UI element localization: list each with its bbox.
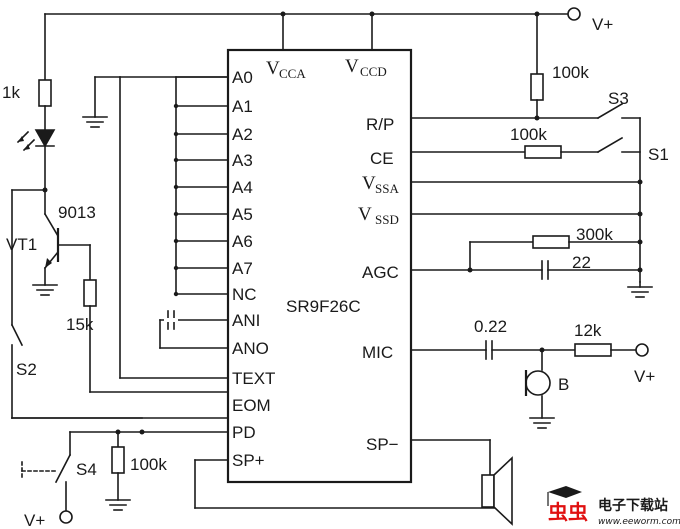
pin-pd: PD bbox=[232, 423, 256, 442]
svg-text:V: V bbox=[358, 204, 372, 225]
ground-icon bbox=[529, 417, 555, 429]
pin-sp-minus: SP− bbox=[366, 435, 399, 454]
pin-ani: ANI bbox=[232, 311, 260, 330]
switch-s2-icon[interactable] bbox=[10, 323, 24, 347]
s3-label: S3 bbox=[608, 89, 629, 108]
switch-s4-icon[interactable] bbox=[54, 453, 72, 484]
pin-a1: A1 bbox=[232, 97, 253, 116]
pin-text: TEXT bbox=[232, 369, 275, 388]
vplus-s4-label: V+ bbox=[24, 511, 45, 529]
svg-text:CCA: CCA bbox=[279, 66, 306, 81]
svg-text:V: V bbox=[266, 58, 280, 79]
watermark: 虫虫 电子下载站 www.eeworm.com bbox=[547, 486, 680, 527]
svg-text:CCD: CCD bbox=[360, 64, 387, 79]
capacitor-icon bbox=[541, 260, 549, 280]
address-bus bbox=[173, 76, 229, 297]
ground-icon bbox=[105, 499, 131, 511]
switch-s3-icon[interactable] bbox=[596, 102, 624, 120]
s4-label: S4 bbox=[76, 460, 97, 479]
pin-a2: A2 bbox=[232, 125, 253, 144]
watermark-site: 电子下载站 bbox=[598, 497, 668, 514]
watermark-bug: 虫虫 bbox=[548, 500, 588, 524]
pin-a5: A5 bbox=[232, 205, 253, 224]
r-1k-label: 1k bbox=[2, 83, 20, 102]
resistor-1k bbox=[38, 79, 52, 107]
r-100k-ce-label: 100k bbox=[510, 125, 547, 144]
speaker-icon bbox=[481, 456, 513, 526]
pin-sp-plus: SP+ bbox=[232, 451, 265, 470]
microphone-icon bbox=[524, 370, 551, 396]
r-12k-label: 12k bbox=[574, 321, 602, 340]
pin-vcca: V CCA bbox=[266, 58, 306, 81]
s2-label: S2 bbox=[16, 360, 37, 379]
svg-text:V: V bbox=[345, 56, 359, 77]
resistor-12k bbox=[574, 343, 612, 357]
resistor-300k bbox=[532, 235, 570, 249]
vplus-top-label: V+ bbox=[592, 15, 613, 34]
pin-mic: MIC bbox=[362, 343, 393, 362]
svg-text:SSA: SSA bbox=[375, 181, 399, 196]
pin-a0: A0 bbox=[232, 68, 253, 87]
transistor-ref-label: VT1 bbox=[6, 235, 37, 254]
pin-vssd: V SSD bbox=[358, 204, 399, 227]
pin-a3: A3 bbox=[232, 151, 253, 170]
transistor-part-label: 9013 bbox=[58, 203, 96, 222]
pin-ce: CE bbox=[370, 149, 394, 168]
ground-icon bbox=[627, 286, 653, 298]
vplus-terminal-mic bbox=[635, 343, 649, 357]
vplus-mic-label: V+ bbox=[634, 367, 655, 386]
resistor-100k-top bbox=[530, 73, 544, 101]
r-100k-top-label: 100k bbox=[552, 63, 589, 82]
ground-icon bbox=[32, 284, 58, 296]
pin-ano: ANO bbox=[232, 339, 269, 358]
pin-vccd: V CCD bbox=[345, 56, 387, 79]
pin-vssa: V SSA bbox=[362, 173, 399, 196]
ground-icon bbox=[82, 116, 108, 128]
r-15k-label: 15k bbox=[66, 315, 94, 334]
switch-s1-icon[interactable] bbox=[596, 136, 624, 154]
pin-rp: R/P bbox=[366, 115, 394, 134]
resistor-100k-ce bbox=[524, 145, 562, 159]
mic-ref-label: B bbox=[558, 375, 569, 394]
c-22-label: 22 bbox=[572, 253, 591, 272]
pin-a7: A7 bbox=[232, 259, 253, 278]
r-300k-label: 300k bbox=[576, 225, 613, 244]
vplus-terminal-s4 bbox=[59, 510, 73, 524]
r-100k-pd-label: 100k bbox=[130, 455, 167, 474]
pin-eom: EOM bbox=[232, 396, 271, 415]
resistor-15k bbox=[83, 279, 97, 307]
pin-agc: AGC bbox=[362, 263, 399, 282]
pin-a4: A4 bbox=[232, 178, 253, 197]
vplus-rail: V+ bbox=[44, 7, 613, 51]
pin-a6: A6 bbox=[232, 232, 253, 251]
watermark-url: www.eeworm.com bbox=[598, 517, 680, 527]
npn-transistor-icon bbox=[43, 189, 91, 270]
svg-text:V: V bbox=[362, 173, 376, 194]
led-icon bbox=[16, 129, 56, 152]
s1-label: S1 bbox=[648, 145, 669, 164]
pin-nc: NC bbox=[232, 285, 257, 304]
ic-body bbox=[226, 48, 413, 484]
resistor-100k-pd bbox=[111, 446, 125, 474]
c-022-label: 0.22 bbox=[474, 317, 507, 336]
capacitor-icon bbox=[485, 340, 493, 360]
svg-text:SSD: SSD bbox=[375, 212, 399, 227]
vplus-terminal-top bbox=[567, 7, 581, 21]
ic-name: SR9F26C bbox=[286, 297, 361, 316]
